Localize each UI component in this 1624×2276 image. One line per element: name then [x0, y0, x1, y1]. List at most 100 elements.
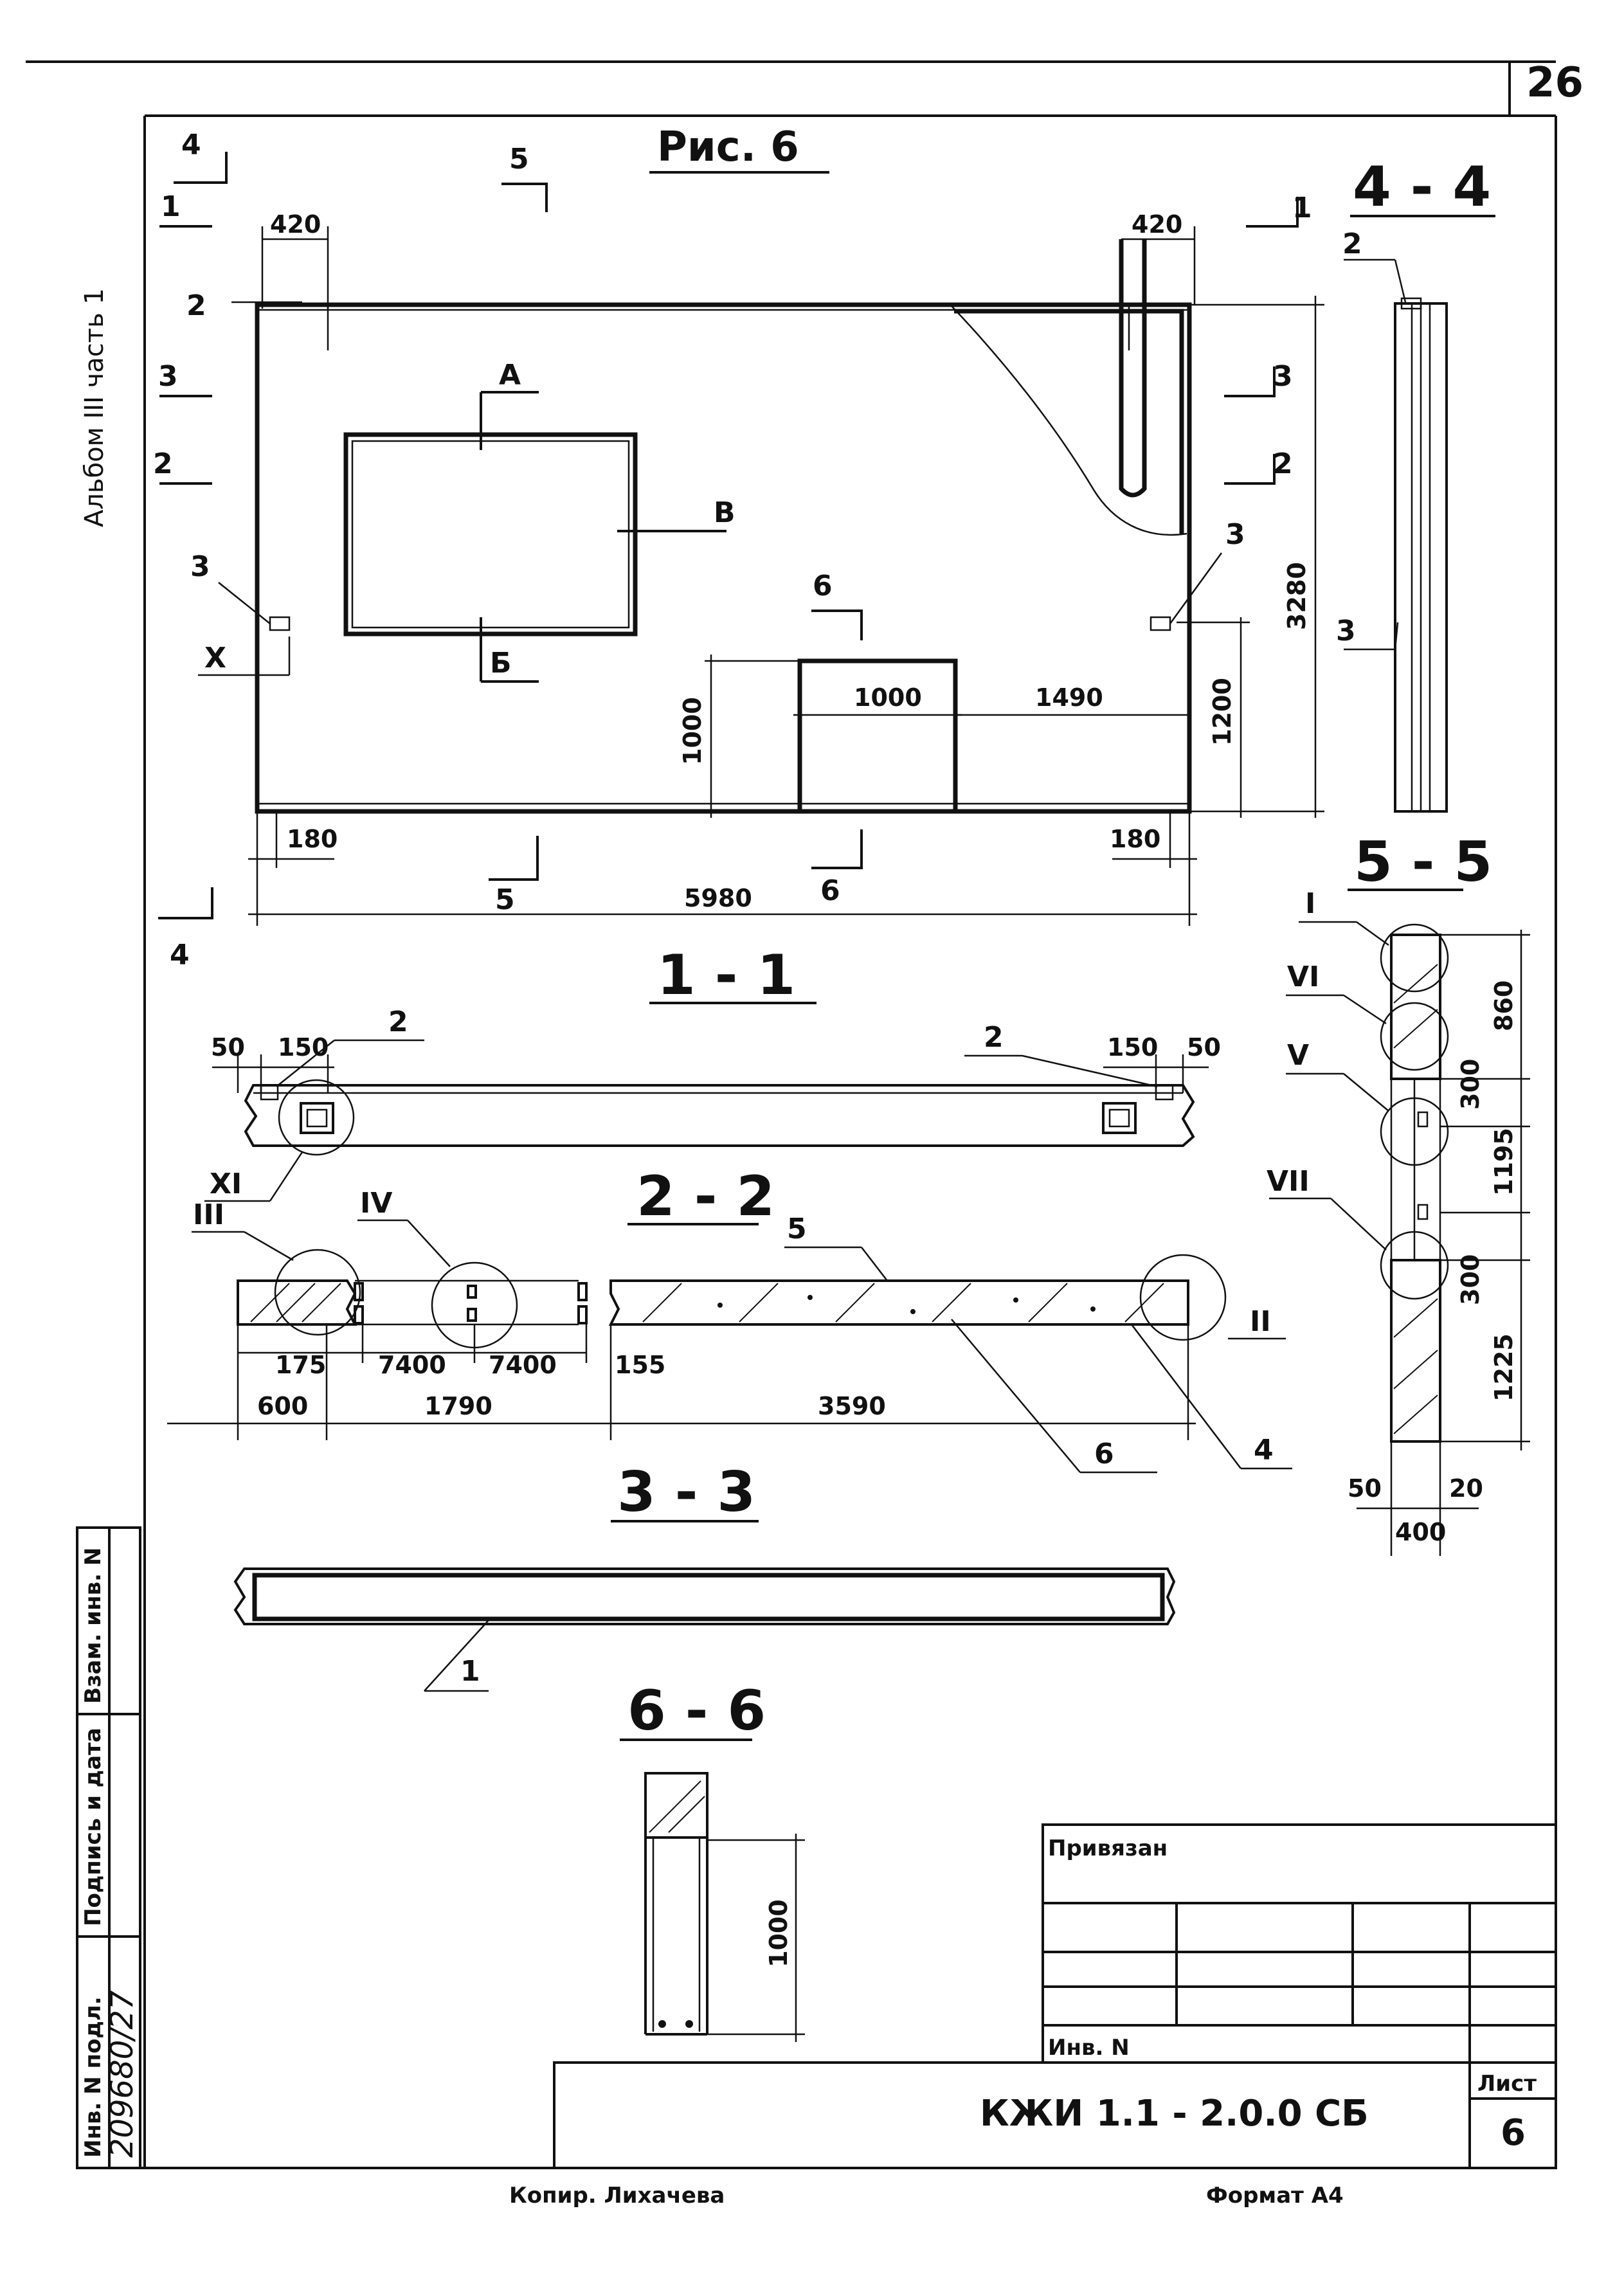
point-v: В: [714, 496, 735, 529]
s22-item6: 6: [1094, 1438, 1114, 1470]
cut-mark-6-bottom: 6: [820, 874, 840, 907]
cut-mark-3-left: 3: [158, 360, 178, 393]
cut-mark-5-top: 5: [509, 143, 529, 176]
callout-item3-right: 3: [1225, 518, 1245, 551]
side-stamp: Взам. инв. N Подпись и дата Инв. N подл.…: [76, 1526, 141, 2169]
section-1-1-view: 50 150 150 50 2 2 XI: [204, 1006, 1221, 1202]
cutaway-line: [951, 305, 1187, 536]
s22-dim-600: 600: [257, 1392, 308, 1420]
cut-mark-4-top: 4: [181, 129, 201, 161]
dim-door-width: 1000: [854, 683, 922, 712]
dim-embed-height: 1200: [1208, 678, 1236, 746]
s55-dim-400: 400: [1395, 1518, 1446, 1546]
detail-v-circle: [1380, 1097, 1449, 1166]
s55-dim-50: 50: [1348, 1474, 1382, 1503]
inv-n-label: Инв. N: [1048, 2035, 1130, 2061]
s44-item3: 3: [1336, 615, 1356, 647]
dim-door-height: 1000: [678, 697, 707, 765]
s22-detail-ii: II: [1250, 1305, 1271, 1338]
s11-dim-l150: 150: [278, 1033, 329, 1061]
s22-detail-iii: III: [193, 1198, 224, 1231]
cut-mark-5-bottom: 5: [495, 883, 515, 916]
s11-item2-right: 2: [984, 1021, 1004, 1054]
dim-door-to-edge: 1490: [1035, 683, 1103, 712]
section-6-6-view: 1000: [644, 1772, 805, 2042]
sheet-number: 6: [1501, 2112, 1526, 2154]
s11-dim-r50: 50: [1187, 1033, 1221, 1061]
cut-mark-1-right: 1: [1292, 192, 1312, 224]
footer-copier: Копир. Лихачева: [509, 2183, 725, 2208]
s22-dim-175: 175: [275, 1351, 326, 1379]
page-number: 26: [1526, 59, 1583, 107]
s22-dim-1790: 1790: [424, 1392, 492, 1420]
section-title-1-1: 1 - 1: [657, 943, 795, 1007]
detail-iii-circle: [274, 1249, 361, 1336]
cut-marks: 4 4 5 5 1 1 3 3 2 2 6 6: [153, 129, 1312, 971]
door-opening: [797, 658, 958, 814]
dim-top-right: 420: [1132, 210, 1182, 239]
section-2-2-view: 175 7400 7400 155 600 1790 3590 III IV I…: [167, 1187, 1292, 1474]
s22-dim-3590: 3590: [818, 1392, 886, 1420]
s11-item2-left: 2: [388, 1006, 408, 1038]
section-3-3-view: 1: [233, 1567, 1176, 1692]
elevation-dimensions: 420 420 5980 180 180 3280 1000 1490 1000…: [248, 210, 1324, 926]
dim-edge-right: 180: [1110, 825, 1160, 853]
embed-loop-right: [1150, 616, 1171, 631]
s33-item1: 1: [460, 1655, 480, 1688]
s11-dim-r150: 150: [1107, 1033, 1158, 1061]
detail-vii-circle: [1380, 1231, 1449, 1300]
elevation-callouts: 2 3 3 А Б В X: [186, 289, 1245, 683]
s55-detail-i: I: [1305, 887, 1315, 920]
col-inv-podl: Инв. N подл.: [80, 1996, 106, 2158]
cut-mark-4-bottom: 4: [170, 939, 190, 971]
section-title-3-3: 3 - 3: [617, 1460, 755, 1524]
detail-vi-circle: [1380, 1002, 1449, 1071]
detail-ii-circle: [1139, 1254, 1227, 1341]
elevation-view: [255, 239, 1192, 814]
footer-format: Формат А4: [1206, 2183, 1344, 2208]
detail-i-circle: [1380, 923, 1449, 993]
cut-mark-2-left: 2: [153, 447, 173, 480]
s55-dim-300b: 300: [1456, 1254, 1484, 1305]
s22-item5: 5: [787, 1213, 807, 1245]
s55-dim-300a: 300: [1456, 1059, 1484, 1110]
dim-height-total: 3280: [1283, 562, 1311, 630]
section-title-4-4: 4 - 4: [1353, 155, 1491, 219]
section-4-4-view: 2 3: [1336, 228, 1448, 813]
s22-dim-155: 155: [615, 1351, 665, 1379]
section-title-5-5: 5 - 5: [1354, 830, 1492, 894]
section-title-2-2: 2 - 2: [636, 1164, 775, 1229]
detail-xi-circle: [278, 1079, 355, 1156]
s22-dim-7400b: 7400: [489, 1351, 557, 1379]
col-podpis-data: Подпись и дата: [80, 1728, 106, 1926]
s11-detail-xi: XI: [210, 1168, 242, 1200]
s55-dim-1195: 1195: [1490, 1128, 1518, 1196]
s22-dim-7400a: 7400: [378, 1351, 446, 1379]
privyazan-label: Привязан: [1048, 1836, 1168, 1861]
embed-loop-left: [269, 616, 291, 631]
window-opening: [343, 432, 638, 637]
callout-item2: 2: [186, 289, 206, 322]
dim-edge-left: 180: [287, 825, 338, 853]
dim-width-total: 5980: [684, 884, 752, 912]
cut-mark-6-top: 6: [813, 570, 833, 602]
s66-dim-1000: 1000: [764, 1899, 793, 1967]
cut-mark-2-right: 2: [1273, 447, 1293, 480]
dim-top-left: 420: [270, 210, 321, 239]
s55-dim-1225: 1225: [1490, 1333, 1518, 1402]
s55-detail-vii: VII: [1267, 1165, 1310, 1198]
cut-mark-3-right: 3: [1273, 360, 1293, 393]
detail-x: X: [204, 642, 226, 674]
cut-mark-1-left: 1: [161, 190, 181, 223]
s22-detail-iv: IV: [360, 1187, 392, 1220]
inv-number-value: 209680/27: [104, 1990, 140, 2158]
sheet-label: Лист: [1477, 2071, 1537, 2097]
col-vzam-inv: Взам. инв. N: [80, 1548, 106, 1704]
document-code: КЖИ 1.1 - 2.0.0 СБ: [980, 2093, 1369, 2135]
s22-item4: 4: [1254, 1434, 1274, 1467]
s55-dim-860: 860: [1490, 980, 1518, 1031]
s55-dim-20: 20: [1449, 1474, 1483, 1503]
figure-title: Рис. 6: [657, 123, 799, 171]
s11-dim-l50: 50: [211, 1033, 245, 1061]
